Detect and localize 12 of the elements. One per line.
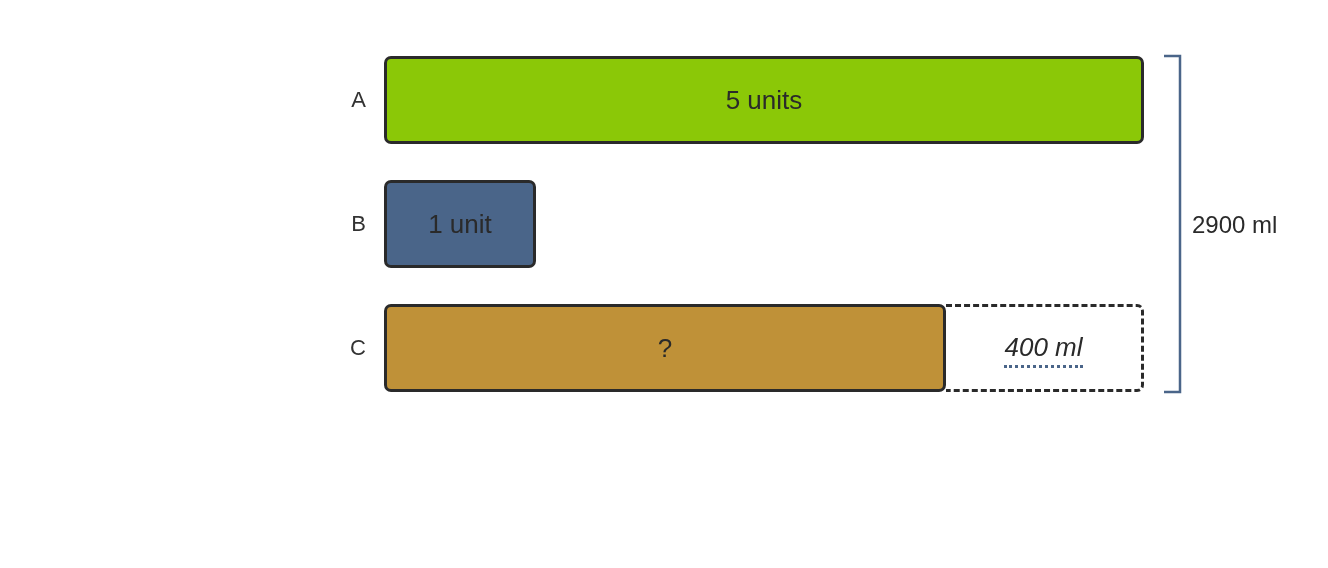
- bar-value-label: ?: [657, 332, 673, 364]
- row-label: C: [349, 335, 366, 361]
- bar-segment: [384, 56, 1144, 144]
- bar-value-label: 400 ml: [1004, 332, 1083, 368]
- row-label: B: [350, 211, 366, 237]
- bar-value-label: 5 units: [725, 84, 803, 116]
- dashed-bar-segment: [946, 304, 1144, 392]
- bar-value-label: 1 unit: [428, 208, 492, 240]
- total-measure-label: 2900 ml: [1192, 211, 1278, 239]
- bar-segment: [384, 180, 536, 268]
- row-label: A: [350, 87, 366, 113]
- bar-segment: [384, 304, 946, 392]
